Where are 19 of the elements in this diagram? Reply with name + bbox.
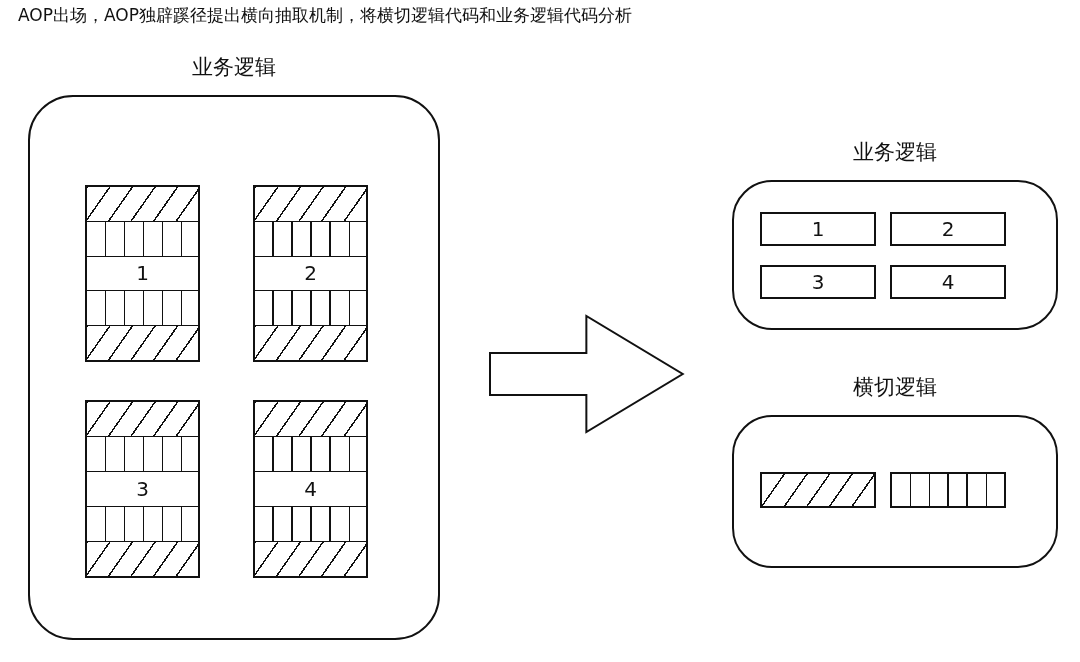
- panel-heading: 业务逻辑: [852, 139, 938, 166]
- hatched-box: [760, 472, 876, 508]
- code-block: 1: [760, 212, 876, 246]
- code-block: [253, 400, 368, 578]
- block-number: 1: [87, 255, 198, 291]
- title: AOP出场，AOP独辟蹊径提出横向抽取机制，将横切逻辑代码和业务逻辑代码分析: [18, 4, 632, 27]
- code-block: [85, 185, 200, 362]
- block-number: 3: [87, 471, 198, 506]
- striped-box: [890, 472, 1006, 508]
- block-number: 4: [255, 471, 366, 506]
- code-block: [253, 185, 368, 362]
- code-block: 3: [760, 265, 876, 299]
- code-block: 4: [890, 265, 1006, 299]
- block-number: 2: [255, 255, 366, 291]
- panel-heading: 横切逻辑: [852, 374, 938, 401]
- code-block: 2: [890, 212, 1006, 246]
- block-arrow: [488, 314, 685, 434]
- code-block: [85, 400, 200, 578]
- panel-heading: 业务逻辑: [191, 54, 277, 81]
